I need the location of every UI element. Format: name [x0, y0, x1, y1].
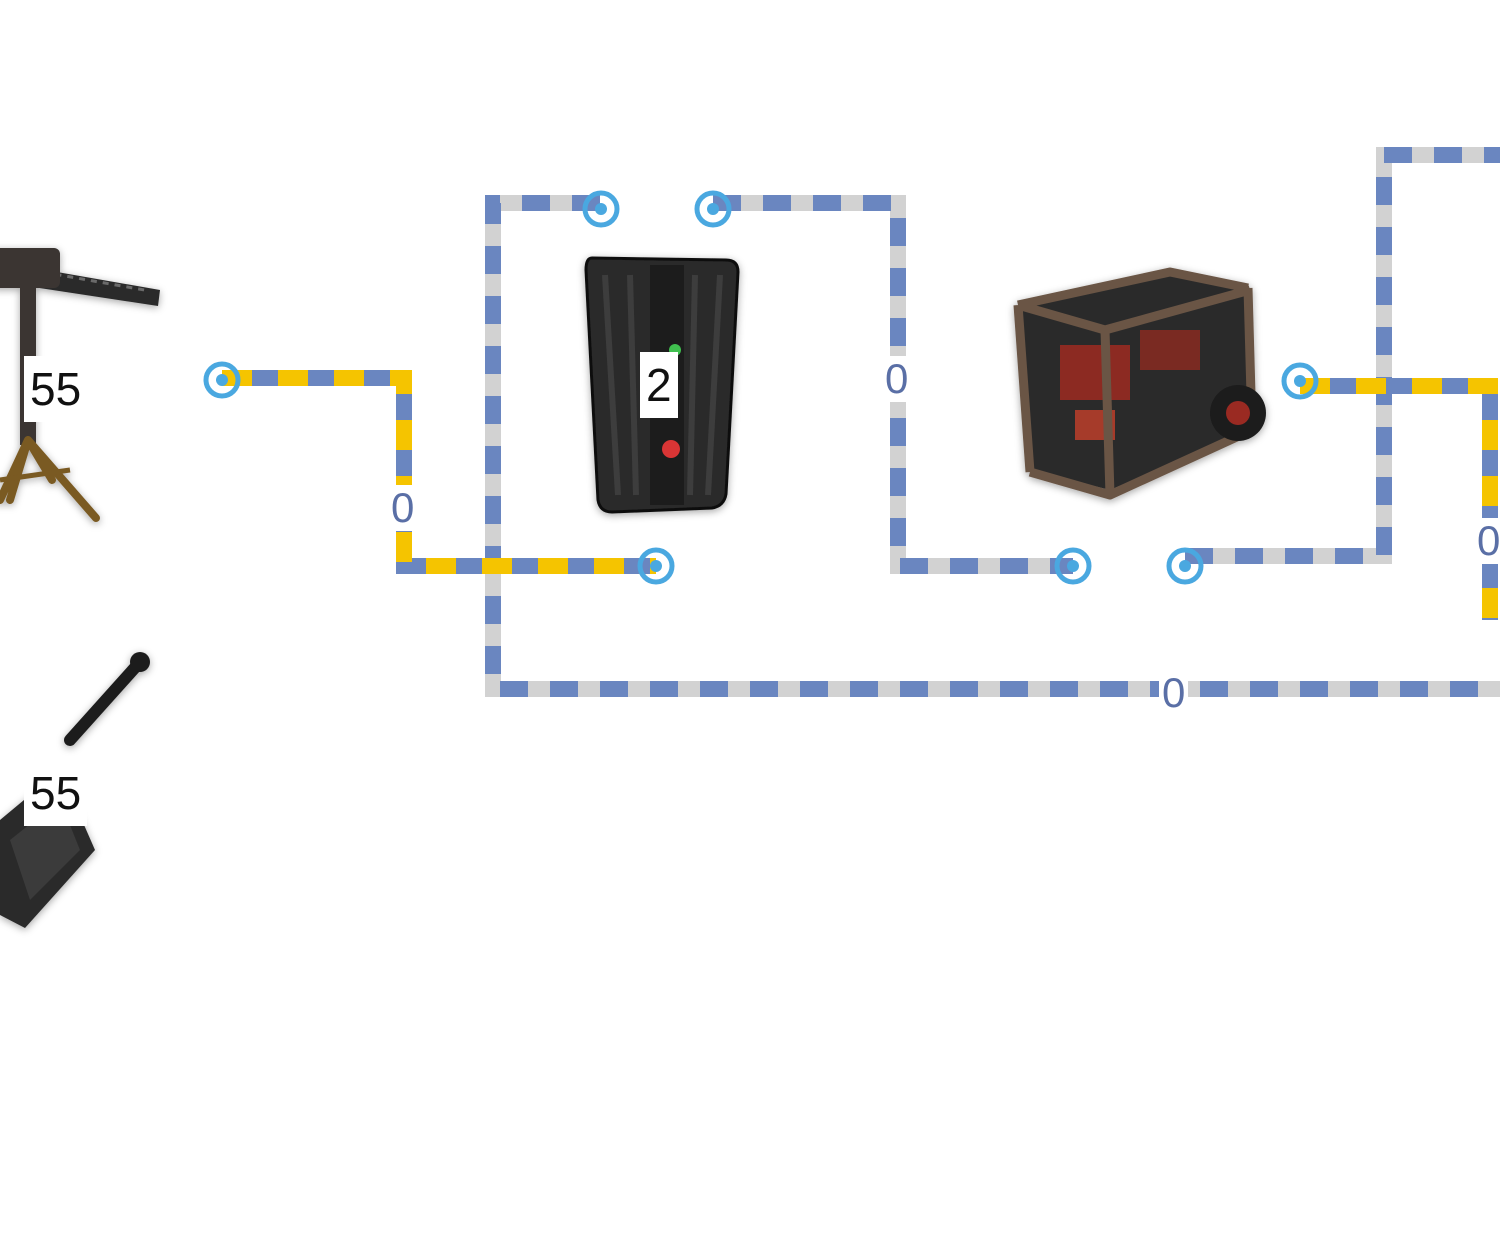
port-battery-input-top-left[interactable]: [582, 190, 620, 228]
port-turret-output[interactable]: [203, 361, 241, 399]
port-generator-input-right[interactable]: [1166, 547, 1204, 585]
port-battery-input-top-right[interactable]: [694, 190, 732, 228]
auto-turret-value-label: 55: [24, 356, 88, 422]
port-generator-input-left[interactable]: [1054, 547, 1092, 585]
wire-label-right-branch: 0: [1474, 518, 1500, 564]
wire-label-turret-to-battery: 0: [388, 485, 418, 531]
port-battery-bottom[interactable]: [637, 547, 675, 585]
rf-transmitter-value-label: 55: [24, 760, 88, 826]
port-generator-output[interactable]: [1281, 362, 1319, 400]
wire-battery-loop[interactable]: [485, 195, 1500, 697]
wire-label-bottom-loop: 0: [1159, 670, 1189, 716]
wire-turret-to-battery[interactable]: [222, 370, 656, 574]
battery-value-label: 2: [640, 352, 678, 418]
generator-icon[interactable]: [1013, 267, 1266, 500]
wire-generator-to-right[interactable]: [1185, 147, 1500, 564]
wire-generator-output[interactable]: [1300, 378, 1498, 620]
wire-label-battery-to-generator: 0: [882, 356, 912, 402]
